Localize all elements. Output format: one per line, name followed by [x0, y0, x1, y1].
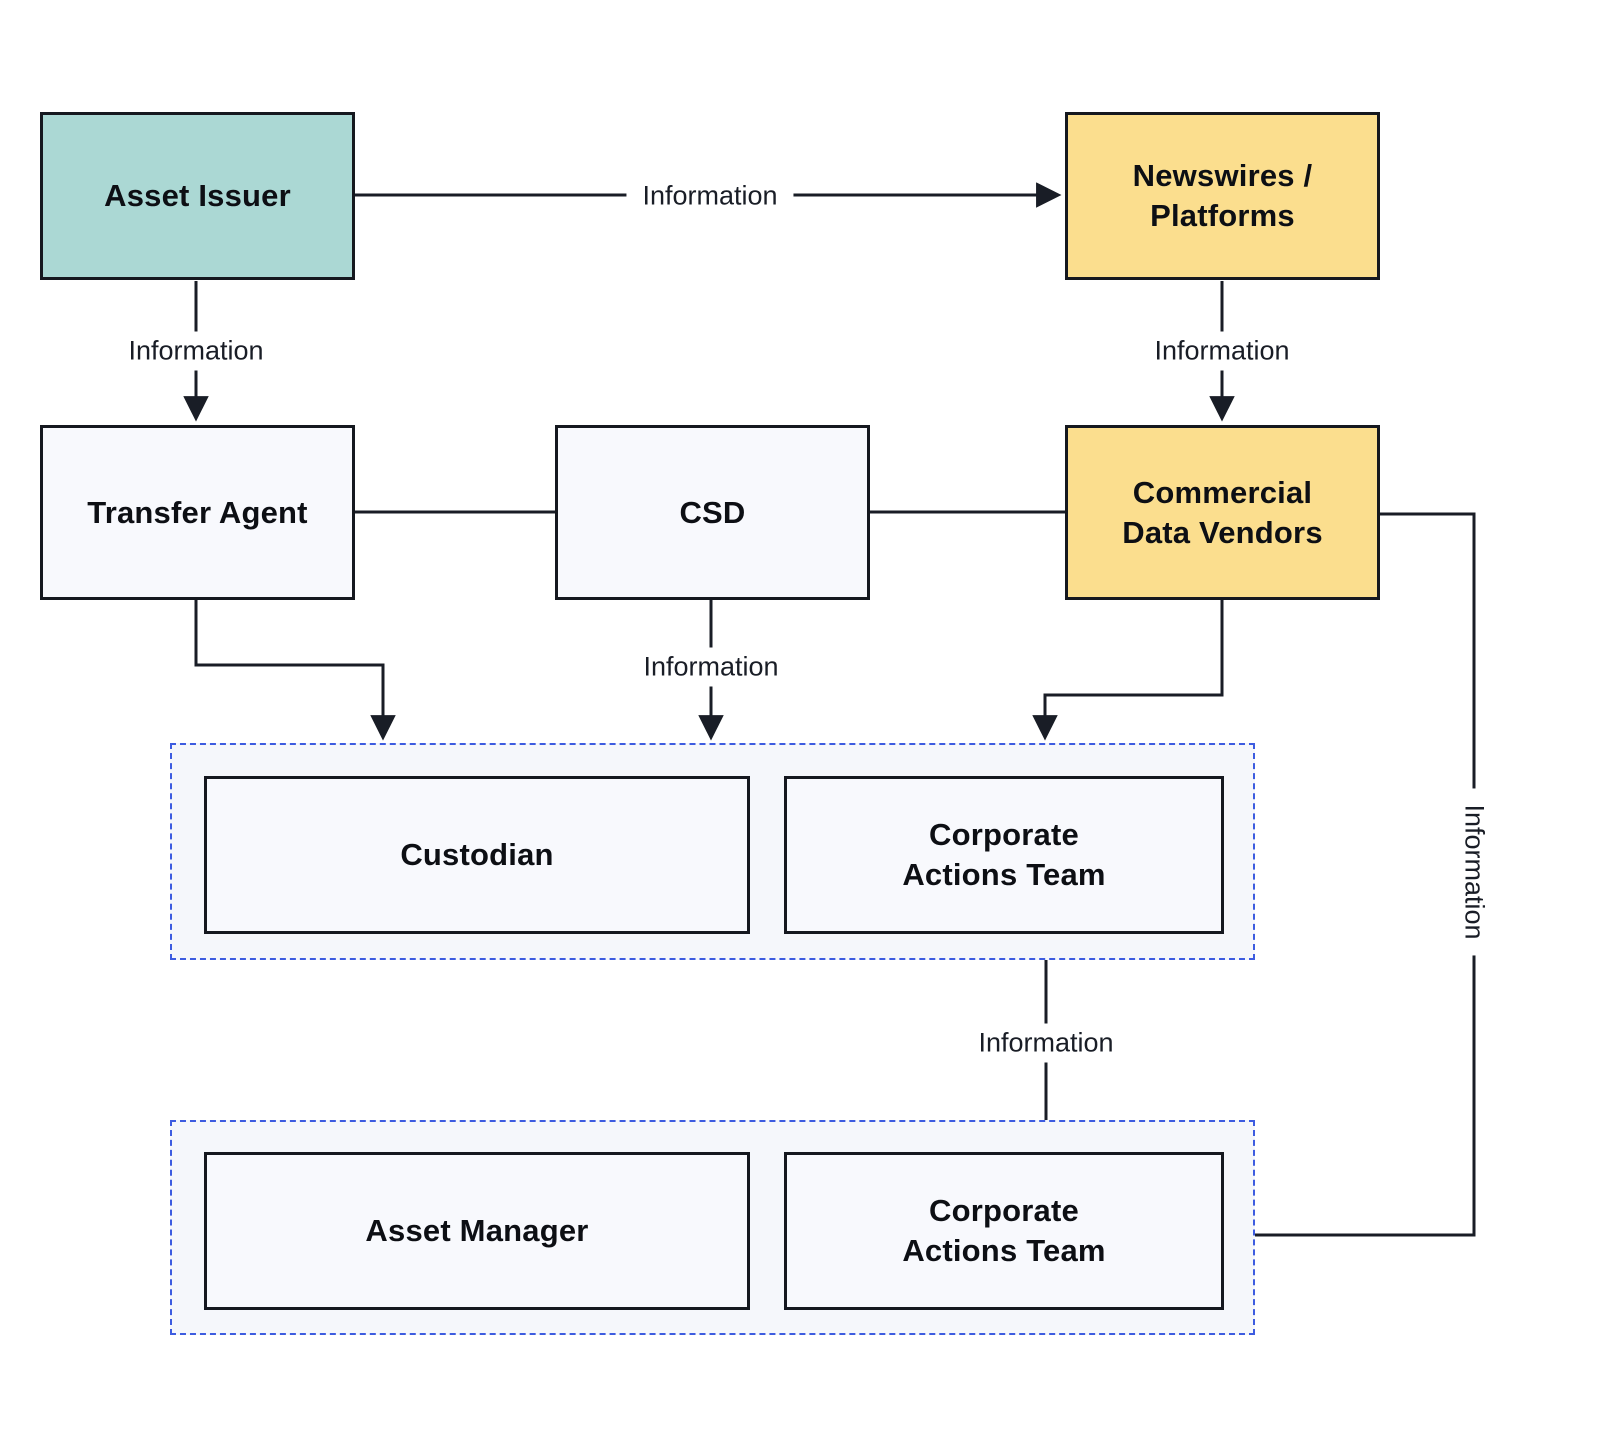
node-newswires-platforms-label: Newswires / Platforms — [1132, 158, 1313, 233]
edge-label-actions-team-to-actions-team: Information — [962, 1023, 1130, 1063]
node-corporate-actions-team-custodian: Corporate Actions Team — [784, 776, 1224, 934]
node-corporate-actions-team-manager: Corporate Actions Team — [784, 1152, 1224, 1310]
edge-label-issuer-to-transfer-agent: Information — [112, 331, 280, 371]
node-commercial-data-vendors: Commercial Data Vendors — [1065, 425, 1380, 600]
edge-vendors-to-custodian-group — [1032, 600, 1224, 741]
edge-vendors-to-actions-team — [1225, 512, 1476, 1248]
edge-label-newswires-to-vendors: Information — [1138, 331, 1306, 371]
node-transfer-agent-label: Transfer Agent — [87, 494, 308, 530]
node-custodian: Custodian — [204, 776, 750, 934]
group-asset-manager: Asset Manager Corporate Actions Team — [170, 1120, 1255, 1335]
edge-label-vendors-to-actions-team: Information — [1454, 788, 1494, 956]
edge-label-csd-to-custodian-group: Information — [627, 647, 795, 687]
node-csd: CSD — [555, 425, 870, 600]
node-asset-issuer: Asset Issuer — [40, 112, 355, 280]
node-asset-issuer-label: Asset Issuer — [104, 178, 291, 214]
group-custodian: Custodian Corporate Actions Team — [170, 743, 1255, 960]
node-custodian-label: Custodian — [400, 837, 554, 873]
node-asset-manager-label: Asset Manager — [365, 1213, 589, 1249]
edge-transfer-agent-to-custodian-group — [194, 600, 396, 741]
node-commercial-data-vendors-label: Commercial Data Vendors — [1122, 474, 1323, 550]
node-asset-manager: Asset Manager — [204, 1152, 750, 1310]
node-newswires-platforms: Newswires / Platforms — [1065, 112, 1380, 280]
node-transfer-agent: Transfer Agent — [40, 425, 355, 600]
node-corporate-actions-team-manager-label: Corporate Actions Team — [902, 1193, 1106, 1268]
node-csd-label: CSD — [679, 494, 746, 530]
edge-label-issuer-to-newswires: Information — [626, 176, 794, 216]
node-corporate-actions-team-custodian-label: Corporate Actions Team — [902, 817, 1106, 892]
